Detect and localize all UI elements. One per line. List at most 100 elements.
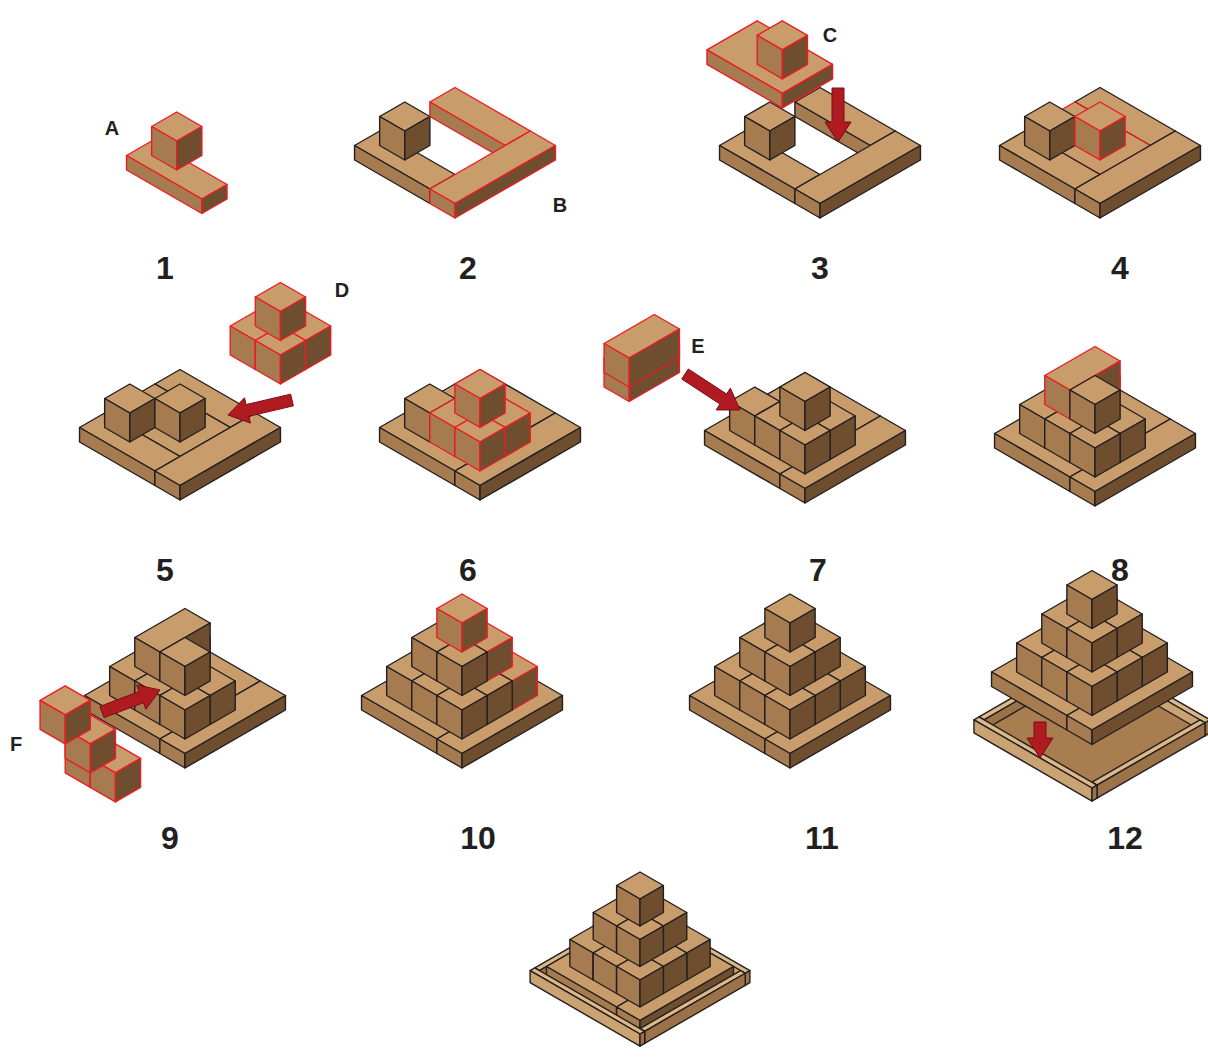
- part-letter: F: [10, 734, 22, 754]
- block-face: [1097, 723, 1205, 798]
- step-number: 11: [805, 822, 839, 854]
- block-face: [255, 341, 280, 385]
- block-face: [280, 297, 305, 341]
- puzzle-block: [160, 638, 210, 696]
- assembly-step: [355, 88, 556, 219]
- block-face: [455, 428, 480, 472]
- puzzle-block: [430, 131, 556, 218]
- block-face: [720, 146, 795, 204]
- block-face: [155, 471, 180, 500]
- block-face: [790, 609, 815, 653]
- block-face: [745, 117, 770, 161]
- puzzle-block: [1025, 102, 1075, 160]
- block-face: [815, 681, 840, 725]
- block-face: [840, 667, 865, 711]
- block-face: [617, 886, 640, 927]
- block-face: [765, 652, 790, 696]
- block-face: [115, 758, 140, 802]
- block-face: [1117, 614, 1142, 658]
- block-face: [795, 189, 820, 218]
- block-face: [1070, 477, 1095, 506]
- block-face: [160, 696, 185, 740]
- assembly-step: [995, 347, 1196, 507]
- block-face: [185, 652, 210, 696]
- puzzle-block: [765, 594, 815, 652]
- block-face: [280, 341, 305, 385]
- block-face: [1095, 390, 1120, 434]
- block-face: [780, 373, 880, 431]
- assembly-step: [127, 112, 227, 214]
- assembly-step: [1000, 88, 1201, 219]
- block-face: [539, 922, 740, 1038]
- block-face: [1100, 117, 1125, 161]
- block-face: [437, 696, 462, 740]
- block-face: [1100, 146, 1200, 219]
- block-face: [455, 384, 480, 428]
- assembly-step: [380, 370, 581, 501]
- block-face: [437, 609, 462, 653]
- block-face: [405, 399, 430, 443]
- direction-arrow: [825, 88, 851, 142]
- block-face: [1092, 629, 1117, 673]
- puzzle-block: [1075, 102, 1125, 160]
- block-face: [663, 953, 686, 994]
- part-letter: E: [691, 336, 704, 356]
- block-face: [1017, 643, 1042, 687]
- puzzle-block: [152, 112, 202, 170]
- block-face: [570, 940, 593, 981]
- assembly-step: [690, 594, 891, 768]
- block-face: [604, 344, 629, 388]
- block-face: [230, 326, 255, 370]
- puzzle-block: [745, 102, 795, 160]
- block-face: [130, 399, 155, 443]
- block-face: [412, 638, 437, 682]
- block-face: [1042, 614, 1067, 658]
- block-face: [1000, 146, 1075, 204]
- step-number: 2: [459, 252, 477, 284]
- block-face: [755, 416, 780, 460]
- puzzle-block: [757, 21, 807, 79]
- tray-floor: [539, 922, 740, 1041]
- block-face: [745, 971, 750, 986]
- block-face: [135, 638, 160, 682]
- block-face: [770, 117, 795, 161]
- block-face: [1070, 434, 1095, 478]
- block-face: [462, 609, 487, 653]
- block-face: [105, 399, 130, 443]
- assembly-step: [974, 571, 1208, 802]
- puzzle-block: [40, 686, 90, 744]
- block-face: [462, 652, 487, 696]
- step-number: 6: [459, 554, 477, 586]
- block-face: [1095, 434, 1120, 478]
- block-face: [757, 35, 782, 79]
- block-face: [640, 1031, 645, 1046]
- block-face: [820, 146, 920, 219]
- block-face: [405, 117, 430, 161]
- block-face: [430, 189, 455, 218]
- block-face: [805, 431, 830, 475]
- tray-floor: [984, 668, 1200, 796]
- block-face: [155, 399, 180, 443]
- puzzle-block: [160, 681, 286, 768]
- assembly-step: [707, 21, 920, 218]
- puzzle-block: [437, 681, 563, 768]
- block-face: [1092, 585, 1117, 629]
- block-face: [780, 431, 805, 475]
- block-face: [1070, 390, 1095, 434]
- puzzle-block: [155, 384, 205, 442]
- block-face: [210, 681, 235, 725]
- puzzle-block: [1070, 419, 1196, 506]
- block-face: [640, 926, 663, 967]
- block-face: [617, 967, 640, 1008]
- block-face: [202, 185, 227, 214]
- block-face: [1067, 585, 1092, 629]
- puzzle-block: [455, 413, 581, 500]
- part-letter: C: [823, 25, 837, 45]
- block-face: [65, 700, 90, 744]
- assembly-step: [80, 283, 331, 501]
- puzzle-block: [1070, 376, 1120, 434]
- block-face: [185, 696, 210, 740]
- block-face: [740, 638, 765, 682]
- step-number: 12: [1107, 822, 1143, 854]
